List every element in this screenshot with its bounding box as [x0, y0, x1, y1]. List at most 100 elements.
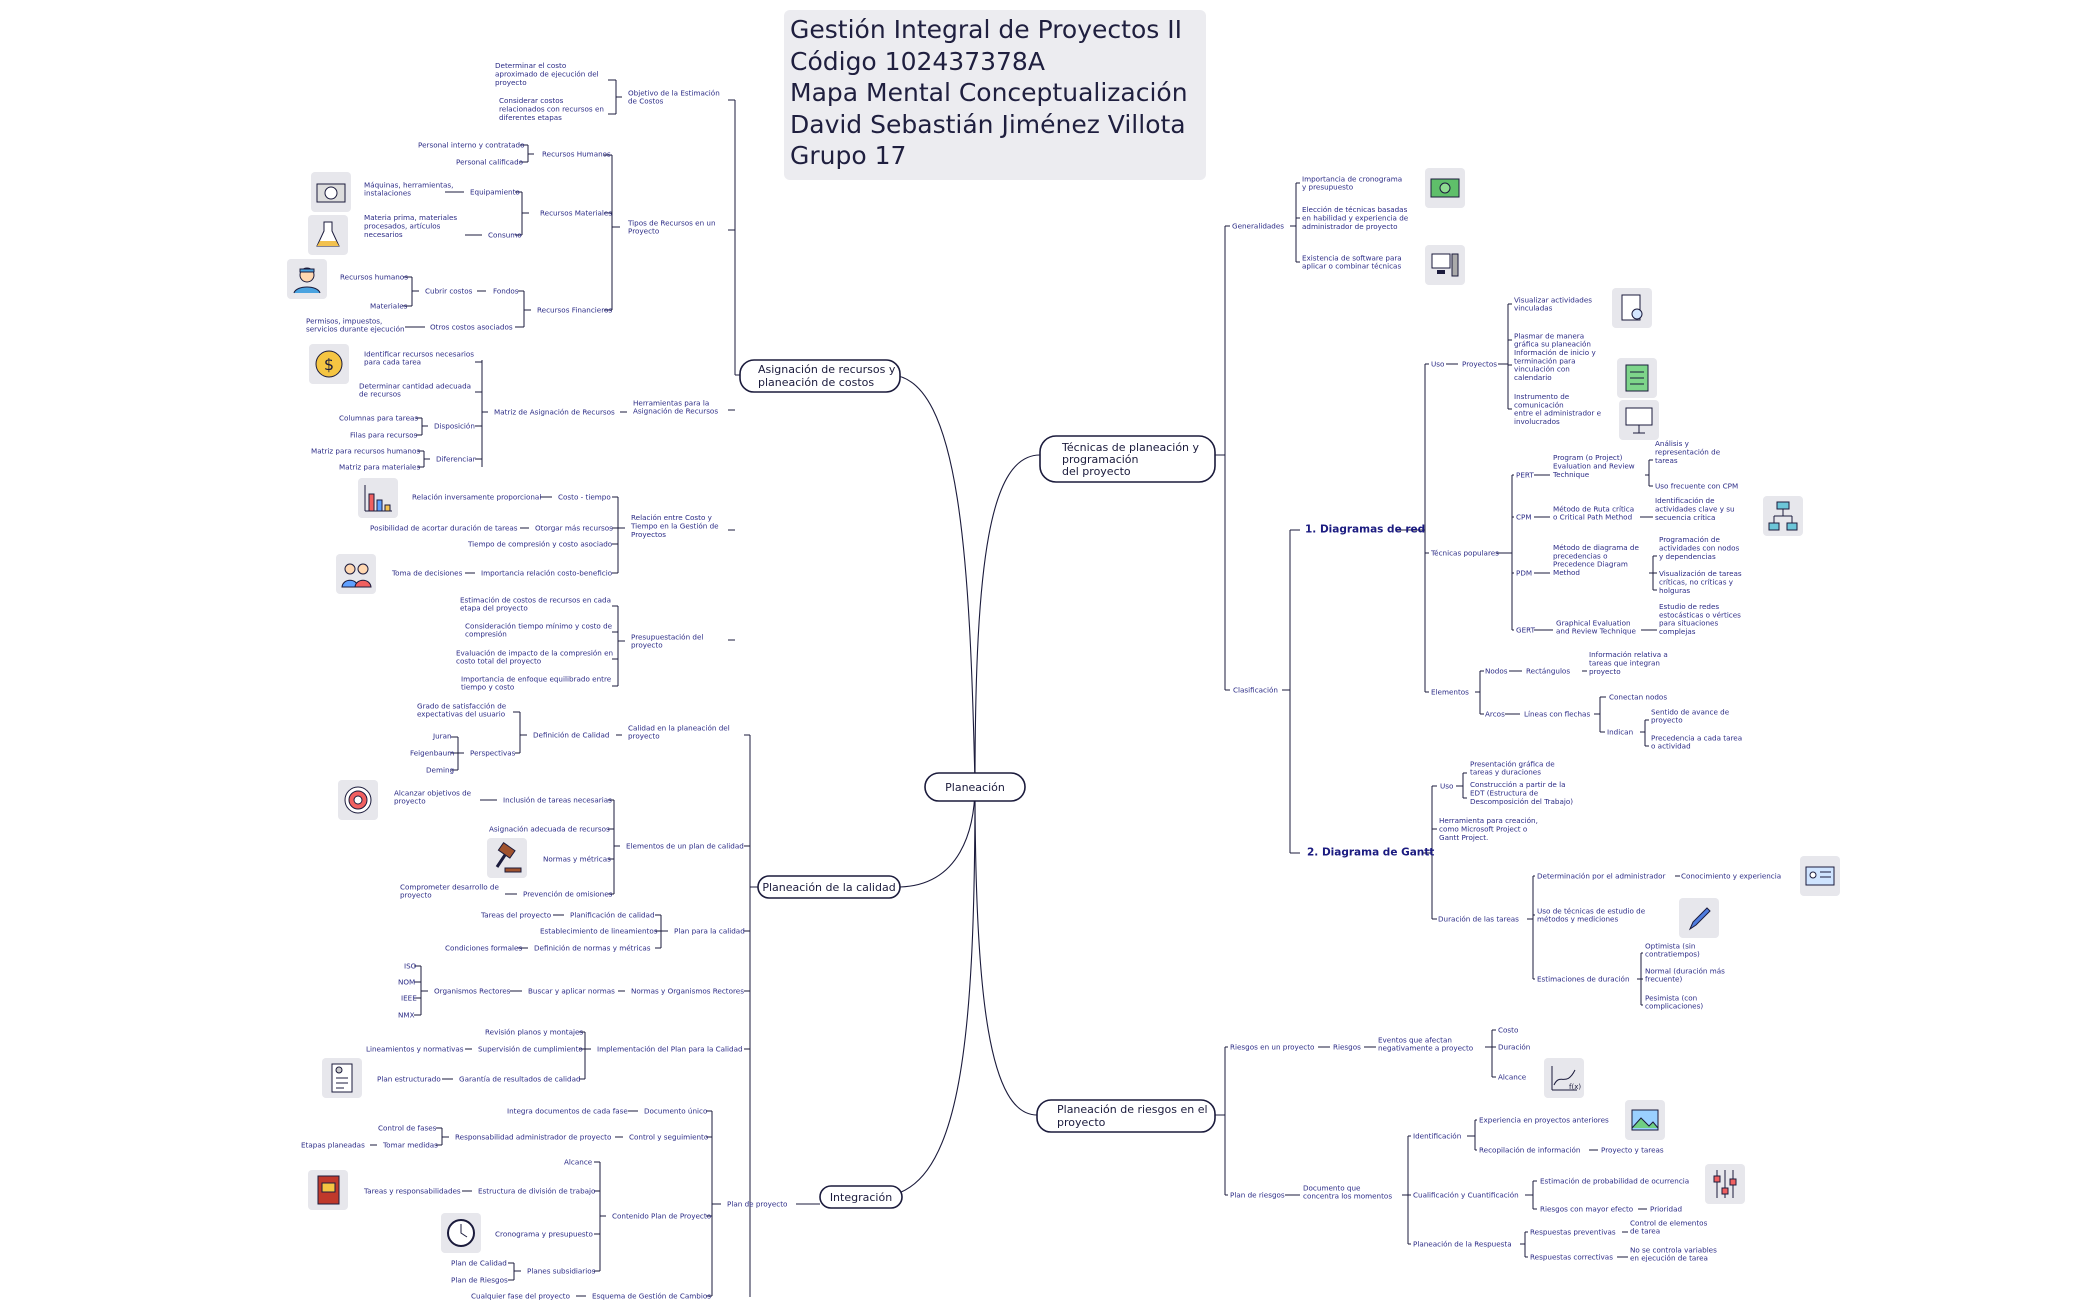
- node-label-line: Esquema de Gestión de Cambios: [592, 1292, 711, 1300]
- node-label: Máquinas, herramientas,instalaciones: [364, 180, 453, 197]
- node-label: Establecimiento de lineamientos: [540, 927, 658, 936]
- node-label-line: Definición de Calidad: [533, 731, 609, 740]
- main-node-tecnicas-line-2: programación: [1062, 453, 1139, 466]
- node-label-line: Recursos humanos: [340, 273, 408, 282]
- node-label: Plan de riesgos: [1230, 1191, 1285, 1200]
- node-label: Definición de normas y métricas: [534, 944, 651, 953]
- node-label-line: etapa del proyecto: [460, 604, 528, 613]
- node-label: Clasificación: [1233, 686, 1278, 695]
- center-node[interactable]: Planeación: [924, 772, 1026, 802]
- node-label-line: concentra los momentos: [1303, 1192, 1392, 1201]
- node-label-line: Program (o Project): [1553, 453, 1623, 462]
- node-label-line: Method: [1553, 568, 1580, 577]
- node-label-line: Tiempo de compresión y costo asociado: [467, 540, 612, 549]
- node-label: Experiencia en proyectos anteriores: [1479, 1116, 1609, 1125]
- node-label-line: Sentido de avance de: [1651, 707, 1730, 716]
- node-label: Evaluación de impacto de la compresión e…: [456, 648, 613, 665]
- node-label-line: Control de elementos: [1630, 1218, 1708, 1227]
- node-label-line: PDM: [1516, 569, 1532, 578]
- node-label-line: Técnicas populares: [1430, 549, 1499, 558]
- node-label-line: Estructura de división de trabajo: [478, 1187, 595, 1196]
- node-label-line: Fondos: [493, 287, 519, 296]
- right-tree-lines: [1215, 182, 1680, 1258]
- node-label-line: Planificación de calidad: [570, 911, 655, 920]
- node-label-line: Inclusión de tareas necesarias: [503, 796, 612, 805]
- node-label: Cualificación y Cuantificación: [1413, 1191, 1519, 1200]
- node-label: Generalidades: [1232, 222, 1284, 231]
- node-label-line: NMX: [398, 1011, 415, 1020]
- node-label-line: Planes subsidiarios: [527, 1267, 596, 1276]
- main-node-riesgos[interactable]: Planeación de riesgos en el proyecto: [1036, 1099, 1216, 1133]
- node-label-line: representación de: [1655, 448, 1721, 457]
- node-label-line: Conocimiento y experiencia: [1681, 872, 1781, 881]
- node-label: Personal interno y contratado: [418, 141, 525, 150]
- node-label-line: Plan para la calidad: [674, 927, 745, 936]
- node-label-line: Costo: [1498, 1026, 1518, 1035]
- node-label: Conocimiento y experiencia: [1681, 872, 1781, 881]
- camera-icon: [311, 172, 351, 212]
- node-label: Equipamiento: [470, 188, 520, 197]
- node-label: Estimación de probabilidad de ocurrencia: [1540, 1177, 1689, 1186]
- main-node-costos[interactable]: Asignación de recursos y planeación de c…: [739, 359, 901, 393]
- node-label-line: Método de Ruta crítica: [1553, 504, 1634, 513]
- clock-icon: [441, 1213, 481, 1253]
- main-node-calidad-label: Planeación de la calidad: [762, 881, 895, 894]
- node-label-line: Disposición: [434, 422, 475, 431]
- node-label-line: Descomposición del Trabajo): [1470, 797, 1573, 806]
- node-label-line: ISO: [404, 962, 417, 971]
- node-label: Control de fases: [378, 1124, 437, 1133]
- node-label-line: Pesimista (con: [1645, 993, 1697, 1002]
- node-label-line: en ejecución de tarea: [1630, 1254, 1708, 1263]
- node-label-line: tiempo y costo: [461, 683, 514, 692]
- node-label-line: PERT: [1516, 471, 1534, 480]
- pen-icon: [1679, 898, 1719, 938]
- main-node-riesgos-line-2: proyecto: [1057, 1116, 1106, 1129]
- node-label: Plan de proyecto: [727, 1200, 787, 1209]
- node-label-line: Columnas para tareas: [339, 414, 418, 423]
- node-label-line: Asignación de Recursos: [633, 407, 718, 416]
- node-label-line: necesarios: [364, 230, 403, 239]
- node-label-line: actividades con nodos: [1659, 544, 1740, 553]
- node-label-line: Normas y Organismos Rectores: [631, 987, 744, 996]
- node-label: Plan para la calidad: [674, 927, 745, 936]
- node-label-line: precedencias o: [1553, 551, 1607, 560]
- svg-text:f(x): f(x): [1569, 1083, 1581, 1091]
- node-label-line: Relación entre Costo y: [631, 513, 713, 522]
- node-label-line: actividades clave y su: [1655, 505, 1735, 514]
- node-label-line: Control de fases: [378, 1124, 437, 1133]
- node-label-line: Programación de: [1659, 535, 1720, 544]
- notebook-icon: [308, 1170, 348, 1210]
- node-label: Costo: [1498, 1026, 1518, 1035]
- node-label: Program (o Project)Evaluation and Review…: [1552, 453, 1635, 479]
- node-label: Duración: [1498, 1043, 1530, 1052]
- node-label-line: Costo - tiempo: [558, 493, 611, 502]
- node-label: Arcos: [1485, 710, 1505, 719]
- main-node-tecnicas[interactable]: Técnicas de planeación y programación de…: [1039, 435, 1216, 483]
- node-label-line: Asignación adecuada de recursos: [489, 825, 610, 834]
- node-label-line: Análisis y: [1655, 439, 1690, 448]
- node-label-line: aplicar o combinar técnicas: [1302, 262, 1401, 271]
- gavel-icon: [487, 838, 527, 878]
- node-label-line: Gantt Project.: [1439, 833, 1488, 842]
- node-label-line: de Costos: [628, 97, 664, 106]
- main-node-integracion[interactable]: Integración: [819, 1185, 903, 1209]
- main-node-calidad[interactable]: Planeación de la calidad: [757, 875, 901, 899]
- node-label: Cronograma y presupuesto: [495, 1230, 593, 1239]
- node-label-line: 2. Diagrama de Gantt: [1307, 847, 1434, 859]
- node-label-line: Presentación gráfica de: [1470, 759, 1555, 768]
